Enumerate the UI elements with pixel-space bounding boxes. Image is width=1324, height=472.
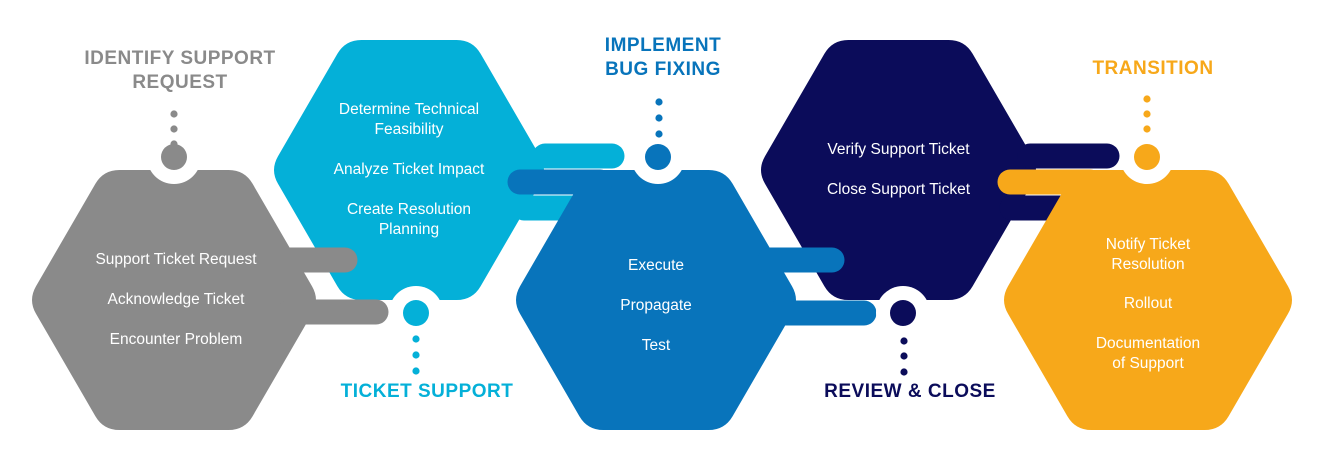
step-identify-1: Support Ticket Request	[95, 251, 257, 268]
tab-dot-identify	[161, 144, 187, 170]
leader-dot-identify-1	[170, 125, 178, 133]
stage-title-identify-line-2: REQUEST	[132, 72, 227, 93]
leader-dot-ticket-support-1	[412, 351, 420, 359]
hexagon-ticket-support	[274, 40, 544, 300]
step-identify-2: Acknowledge Ticket	[108, 291, 246, 308]
stage-title-review: REVIEW & CLOSE	[824, 381, 996, 402]
leader-dot-transition-0	[1143, 95, 1151, 103]
step-ticket-support-3-line-2: Planning	[379, 221, 439, 238]
step-transition-3-line-2: of Support	[1112, 355, 1184, 372]
step-transition-2: Rollout	[1124, 295, 1173, 312]
leader-dot-transition-1	[1143, 110, 1151, 118]
tab-dot-transition	[1134, 144, 1160, 170]
leader-dot-review-0	[900, 337, 908, 345]
stage-title-identify-line-1: IDENTIFY SUPPORT	[84, 48, 275, 69]
step-identify-3: Encounter Problem	[110, 331, 243, 348]
leader-dot-implement-0	[655, 98, 663, 106]
step-transition-1-line-1: Notify Ticket	[1106, 236, 1191, 253]
tab-dot-review	[890, 300, 916, 326]
leader-dot-review-2	[900, 368, 908, 376]
step-ticket-support-1-line-2: Feasibility	[375, 121, 444, 138]
leader-dot-ticket-support-2	[412, 367, 420, 375]
step-implement-3: Test	[642, 337, 671, 354]
stage-title-ticket-support: TICKET SUPPORT	[341, 381, 514, 402]
leader-dot-ticket-support-0	[412, 335, 420, 343]
leader-dot-identify-2	[170, 140, 178, 148]
step-review-1: Verify Support Ticket	[827, 141, 970, 158]
stage-title-implement-line-2: BUG FIXING	[605, 59, 721, 80]
step-implement-1: Execute	[628, 257, 684, 274]
leader-dot-implement-1	[655, 114, 663, 122]
leader-dot-identify-0	[170, 110, 178, 118]
step-transition-3-line-1: Documentation	[1096, 335, 1200, 352]
step-implement-2: Propagate	[620, 297, 692, 314]
step-ticket-support-2: Analyze Ticket Impact	[334, 161, 485, 178]
leader-dot-transition-2	[1143, 125, 1151, 133]
step-ticket-support-3-line-1: Create Resolution	[347, 201, 471, 218]
step-ticket-support-1-line-1: Determine Technical	[339, 101, 479, 118]
hexagon-transition	[1004, 170, 1292, 430]
tab-dot-ticket-support	[403, 300, 429, 326]
hexagon-identify	[32, 170, 316, 430]
step-review-2: Close Support Ticket	[827, 181, 971, 198]
leader-dot-implement-2	[655, 130, 663, 138]
stage-title-transition: TRANSITION	[1092, 58, 1213, 79]
hexagon-review	[761, 40, 1036, 300]
leader-dot-review-1	[900, 352, 908, 360]
step-transition-1-line-2: Resolution	[1111, 256, 1184, 273]
stage-title-implement-line-1: IMPLEMENT	[605, 35, 721, 56]
tab-dot-implement	[645, 144, 671, 170]
hexagon-implement	[516, 170, 796, 430]
